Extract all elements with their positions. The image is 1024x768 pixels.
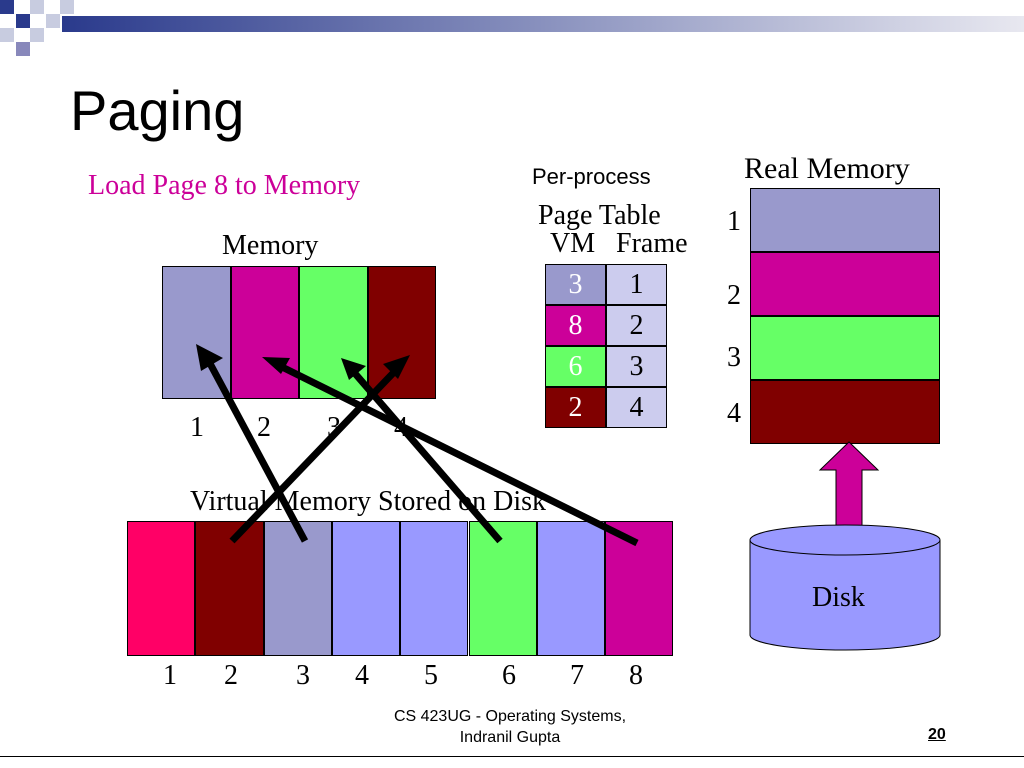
real-memory-frame-3	[750, 316, 940, 380]
virtual-page-7	[536, 521, 606, 656]
virtual-page-5	[400, 521, 469, 656]
virtual-page-label: 1	[163, 660, 177, 691]
page-table-vm-cell: 8	[545, 305, 606, 346]
footer-line2: Indranil Gupta	[459, 729, 561, 746]
virtual-memory-label: Virtual Memory Stored on Disk	[190, 486, 547, 517]
virtual-page-label: 7	[570, 660, 584, 691]
disk-label: Disk	[812, 582, 865, 613]
page-table-frame-cell: 1	[606, 264, 667, 305]
virtual-page-1	[127, 521, 196, 656]
page-table-frame-cell: 3	[606, 346, 667, 387]
memory-slot-label: 1	[190, 412, 204, 443]
mapping-arrows	[202, 354, 639, 547]
arrowhead-frame4	[383, 355, 410, 379]
footer: CS 423UG - Operating Systems, Indranil G…	[360, 706, 660, 748]
virtual-page-label: 6	[502, 660, 516, 691]
page-table-frame-cell: 4	[606, 387, 667, 428]
page-number: 20	[928, 726, 946, 743]
bottom-rule	[0, 756, 1024, 757]
footer-line1: CS 423UG - Operating Systems,	[393, 708, 627, 725]
virtual-page-4	[331, 521, 401, 656]
real-memory-label: Real Memory	[744, 152, 910, 185]
real-memory-frame-label: 3	[727, 342, 741, 373]
virtual-page-6	[468, 521, 537, 656]
page-table-header-frame: Frame	[616, 228, 688, 259]
slide-title: Paging	[70, 79, 245, 142]
page-table-header-vm: VM	[550, 228, 596, 259]
header-bar	[62, 16, 1024, 32]
virtual-page-label: 5	[424, 660, 438, 691]
page-table-caption: Page Table	[538, 200, 661, 231]
virtual-page-label: 3	[296, 660, 310, 691]
mapping-arrow-page6-to-frame3	[349, 367, 503, 544]
page-table-vm-cell: 3	[545, 264, 606, 305]
real-memory-frame-label: 2	[727, 280, 741, 311]
slide-subtitle: Load Page 8 to Memory	[88, 170, 361, 201]
load-arrow	[818, 441, 880, 537]
page-table-frame-cell: 2	[606, 305, 667, 346]
mapping-arrowheads	[196, 344, 410, 380]
memory-slot-4	[367, 266, 436, 399]
memory-slot-2	[230, 266, 299, 399]
real-memory-frame-2	[750, 252, 940, 316]
mapping-arrow-page3-to-frame1	[202, 354, 309, 543]
real-memory-frame-1	[750, 188, 940, 252]
page-table-vm-cell: 2	[545, 387, 606, 428]
real-memory-frame-label: 4	[727, 398, 741, 429]
arrowhead-frame3	[341, 358, 366, 380]
real-memory-frame-4	[750, 380, 940, 444]
mapping-arrow-page2-to-frame4	[229, 365, 401, 544]
virtual-page-label: 8	[629, 660, 643, 691]
arrowhead-frame2	[262, 357, 290, 374]
disk-icon	[749, 524, 941, 651]
memory-slot-label: 2	[257, 412, 271, 443]
virtual-page-label: 4	[355, 660, 369, 691]
page-table-vm-cell: 6	[545, 346, 606, 387]
page-table-caption-small: Per-process	[532, 164, 651, 189]
virtual-page-3	[263, 521, 332, 656]
virtual-page-label: 2	[224, 660, 238, 691]
virtual-page-8	[605, 521, 674, 656]
real-memory-frame-label: 1	[727, 206, 741, 237]
virtual-page-2	[195, 521, 264, 656]
arrowhead-frame1	[196, 344, 223, 371]
memory-label: Memory	[222, 230, 319, 261]
mapping-arrow-page8-to-frame2	[274, 360, 639, 547]
